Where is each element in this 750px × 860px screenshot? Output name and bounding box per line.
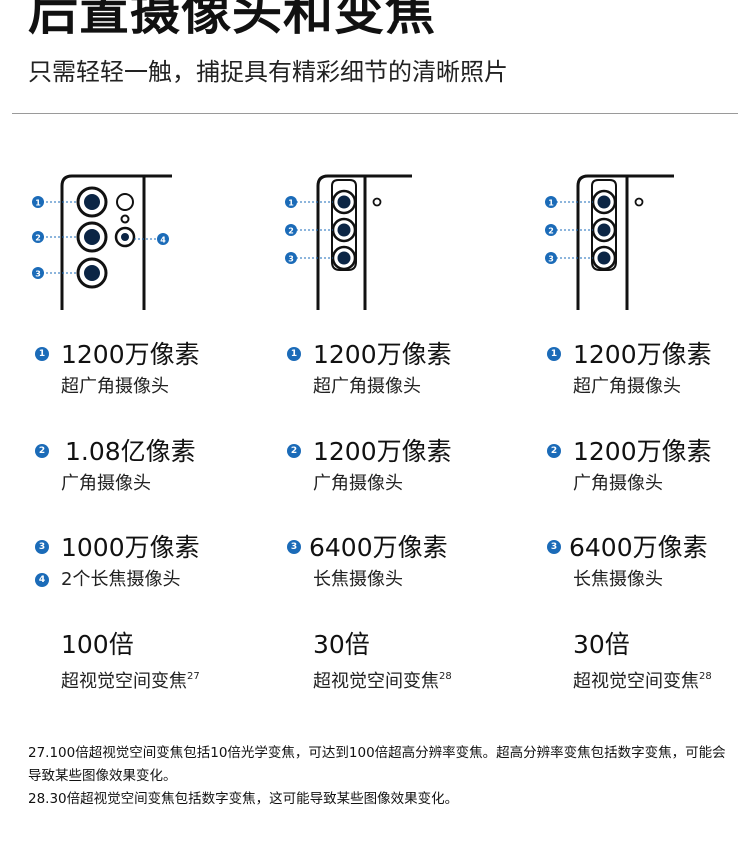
page-title: 后置摄像头和变焦: [28, 0, 436, 41]
camera-module-2: 1 2 3: [280, 170, 420, 320]
lens-2: [76, 221, 108, 253]
lens-1: [591, 189, 617, 215]
spec-lens-label: 广角摄像头: [61, 473, 151, 494]
svg-text:1: 1: [35, 199, 41, 208]
spec-telephoto: 3 1000万像素 4 2个长焦摄像头: [35, 533, 275, 593]
spec-lens-label: 超广角摄像头: [573, 376, 681, 397]
spec-resolution: 1.08亿像素: [65, 437, 196, 466]
lens-2: [331, 217, 357, 243]
svg-text:3: 3: [288, 255, 294, 264]
spec-number-badge: 1: [35, 347, 49, 361]
spec-lens-label: 广角摄像头: [313, 473, 403, 494]
footnote-28: 28.30倍超视觉空间变焦包括数字变焦，这可能导致某些图像效果变化。: [28, 791, 459, 807]
mic-hole: [120, 214, 130, 224]
marker-3: 3: [32, 267, 44, 279]
spec-number-badge: 1: [287, 347, 301, 361]
spec-ultrawide: 1 1200万像素 超广角摄像头: [287, 340, 527, 400]
spec-resolution: 6400万像素: [309, 533, 448, 562]
spec-number-badge: 3: [35, 540, 49, 554]
svg-text:1: 1: [288, 199, 294, 208]
camera-module-3: 1 2 3: [540, 170, 680, 320]
flash: [634, 197, 644, 207]
zoom-label: 超视觉空间变焦: [573, 671, 699, 692]
marker-2: 2: [285, 224, 297, 236]
zoom-label: 超视觉空间变焦: [61, 671, 187, 692]
lens-1: [76, 186, 108, 218]
spec-number-badge: 3: [547, 540, 561, 554]
footnotes: 27.100倍超视觉空间变焦包括10倍光学变焦，可达到100倍超高分辨率变焦。超…: [28, 742, 728, 811]
periscope-lens: [114, 226, 136, 248]
spec-number-badge: 3: [287, 540, 301, 554]
spec-lens-label: 超广角摄像头: [313, 376, 421, 397]
camera-bump-outline: [60, 174, 172, 310]
svg-text:1: 1: [548, 199, 554, 208]
marker-3: 3: [545, 252, 557, 264]
spec-wide: 2 1200万像素 广角摄像头: [547, 437, 750, 497]
spec-resolution: 1200万像素: [313, 437, 452, 466]
marker-1: 1: [32, 196, 44, 208]
svg-text:2: 2: [288, 227, 294, 236]
zoom-label: 超视觉空间变焦: [313, 671, 439, 692]
footnote-ref: 28: [699, 671, 712, 682]
spec-number-badge: 2: [35, 444, 49, 458]
footnote-ref: 27: [187, 671, 200, 682]
svg-text:3: 3: [548, 255, 554, 264]
spec-wide: 2 1.08亿像素 广角摄像头: [35, 437, 275, 497]
marker-1: 1: [285, 196, 297, 208]
camera-module-1: 1 2 3 4: [28, 170, 188, 320]
spec-resolution: 1200万像素: [573, 340, 712, 369]
footnote-27: 27.100倍超视觉空间变焦包括10倍光学变焦，可达到100倍超高分辨率变焦。超…: [28, 745, 726, 784]
spec-number-badge: 2: [287, 444, 301, 458]
spec-telephoto: 3 6400万像素 长焦摄像头: [287, 533, 527, 593]
svg-text:4: 4: [160, 236, 166, 245]
lens-3: [331, 245, 357, 271]
spec-lens-label: 超广角摄像头: [61, 376, 169, 397]
lens-housing: [591, 179, 617, 271]
spec-resolution: 1200万像素: [573, 437, 712, 466]
spec-number-badge: 1: [547, 347, 561, 361]
camera-bump-outline: [316, 174, 412, 310]
marker-2: 2: [32, 231, 44, 243]
laser-af-sensor: [116, 193, 134, 211]
spec-telephoto: 3 6400万像素 长焦摄像头: [547, 533, 750, 593]
flash: [372, 197, 382, 207]
spec-number-badge: 2: [547, 444, 561, 458]
svg-text:2: 2: [548, 227, 554, 236]
lens-1: [331, 189, 357, 215]
marker-4: 4: [157, 233, 169, 245]
lens-3: [76, 257, 108, 289]
spec-resolution: 1200万像素: [61, 340, 200, 369]
zoom-value: 30倍: [573, 630, 630, 659]
spec-zoom: 30倍 超视觉空间变焦28: [547, 630, 750, 695]
lens-housing: [331, 179, 357, 271]
spec-resolution: 1200万像素: [313, 340, 452, 369]
page-subtitle: 只需轻轻一触，捕捉具有精彩细节的清晰照片: [28, 58, 508, 86]
spec-resolution: 6400万像素: [569, 533, 708, 562]
marker-1: 1: [545, 196, 557, 208]
spec-ultrawide: 1 1200万像素 超广角摄像头: [547, 340, 750, 400]
svg-text:3: 3: [35, 270, 41, 279]
lens-2: [591, 217, 617, 243]
zoom-value: 100倍: [61, 630, 134, 659]
spec-wide: 2 1200万像素 广角摄像头: [287, 437, 527, 497]
spec-ultrawide: 1 1200万像素 超广角摄像头: [35, 340, 275, 400]
lens-3: [591, 245, 617, 271]
spec-lens-label: 长焦摄像头: [313, 569, 403, 590]
spec-zoom: 100倍 超视觉空间变焦27: [35, 630, 275, 695]
svg-text:2: 2: [35, 234, 41, 243]
spec-number-badge: 4: [35, 573, 49, 587]
footnote-ref: 28: [439, 671, 452, 682]
spec-lens-label: 长焦摄像头: [573, 569, 663, 590]
marker-3: 3: [285, 252, 297, 264]
header-divider: [12, 113, 738, 114]
camera-bump-outline: [576, 174, 674, 310]
zoom-value: 30倍: [313, 630, 370, 659]
spec-lens-label: 广角摄像头: [573, 473, 663, 494]
spec-lens-label: 2个长焦摄像头: [61, 569, 181, 590]
spec-resolution: 1000万像素: [61, 533, 200, 562]
marker-2: 2: [545, 224, 557, 236]
spec-zoom: 30倍 超视觉空间变焦28: [287, 630, 527, 695]
